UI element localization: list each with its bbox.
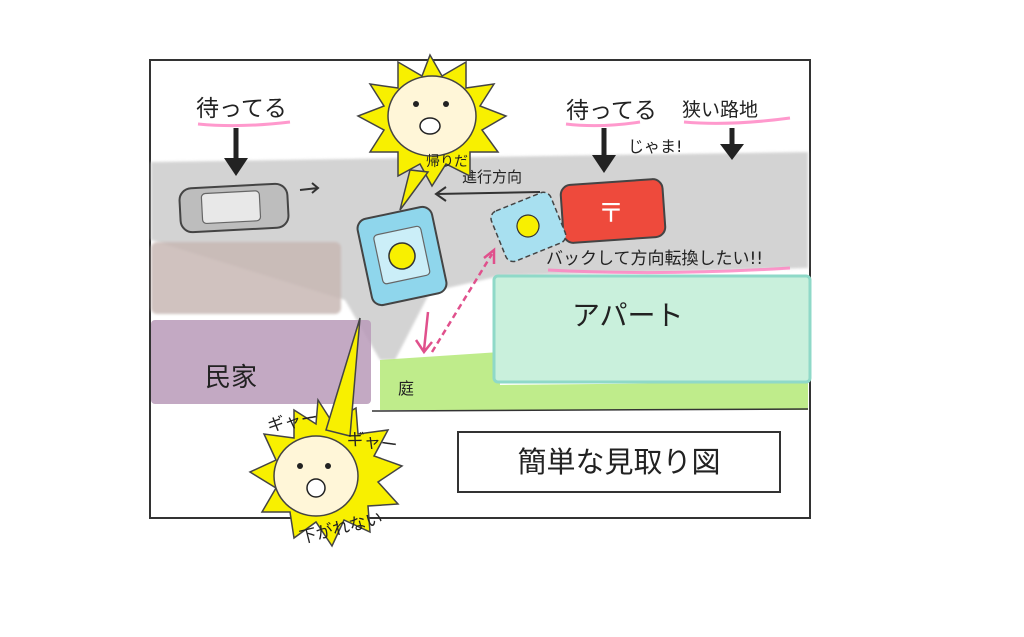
apartment — [492, 274, 812, 384]
in-the-way-label: じゃま! — [628, 137, 682, 156]
grey-car — [178, 182, 290, 234]
red-post-car: 〒 — [559, 178, 667, 244]
blue-car-ghost — [490, 191, 567, 263]
wall-block — [151, 242, 341, 314]
narrow-alley-underline — [683, 116, 791, 125]
apartment-label: アパート — [572, 299, 683, 332]
waiting-right-underline — [565, 120, 641, 128]
garden-line — [371, 408, 809, 412]
down-arrow-alley-icon — [720, 128, 744, 160]
title-box — [457, 431, 781, 493]
waiting-left-underline — [197, 120, 291, 128]
bottom-speech-sun — [248, 317, 404, 548]
want-to-back-underline — [547, 266, 791, 275]
down-arrow-right-icon — [592, 128, 616, 173]
garden-label: 庭 — [398, 379, 414, 398]
direction-arrow — [434, 186, 541, 202]
reverse-arrowhead-top — [483, 247, 496, 264]
waiting-left-label: 待ってる — [196, 96, 287, 122]
narrow-alley-label: 狭い路地 — [682, 99, 758, 121]
direction-label: 進行方向 — [462, 168, 522, 186]
private-house-label: 民家 — [205, 363, 257, 393]
reverse-path — [430, 253, 494, 353]
down-arrow-left-icon — [224, 128, 248, 176]
top-speech-sun — [356, 53, 508, 211]
svg-text:〒: 〒 — [598, 199, 624, 229]
blue-car-main — [356, 205, 448, 307]
reverse-arrowhead-bottom — [414, 311, 433, 355]
want-to-back-label: バックして方向転換したい!! — [546, 249, 763, 269]
private-house — [151, 320, 371, 404]
grey-car-arrow — [299, 182, 320, 194]
going-home-label: 帰りだ — [426, 153, 468, 170]
waiting-right-label: 待ってる — [566, 98, 657, 124]
garden — [380, 352, 808, 410]
diagram-title: 簡単な見取り図 — [517, 445, 720, 479]
